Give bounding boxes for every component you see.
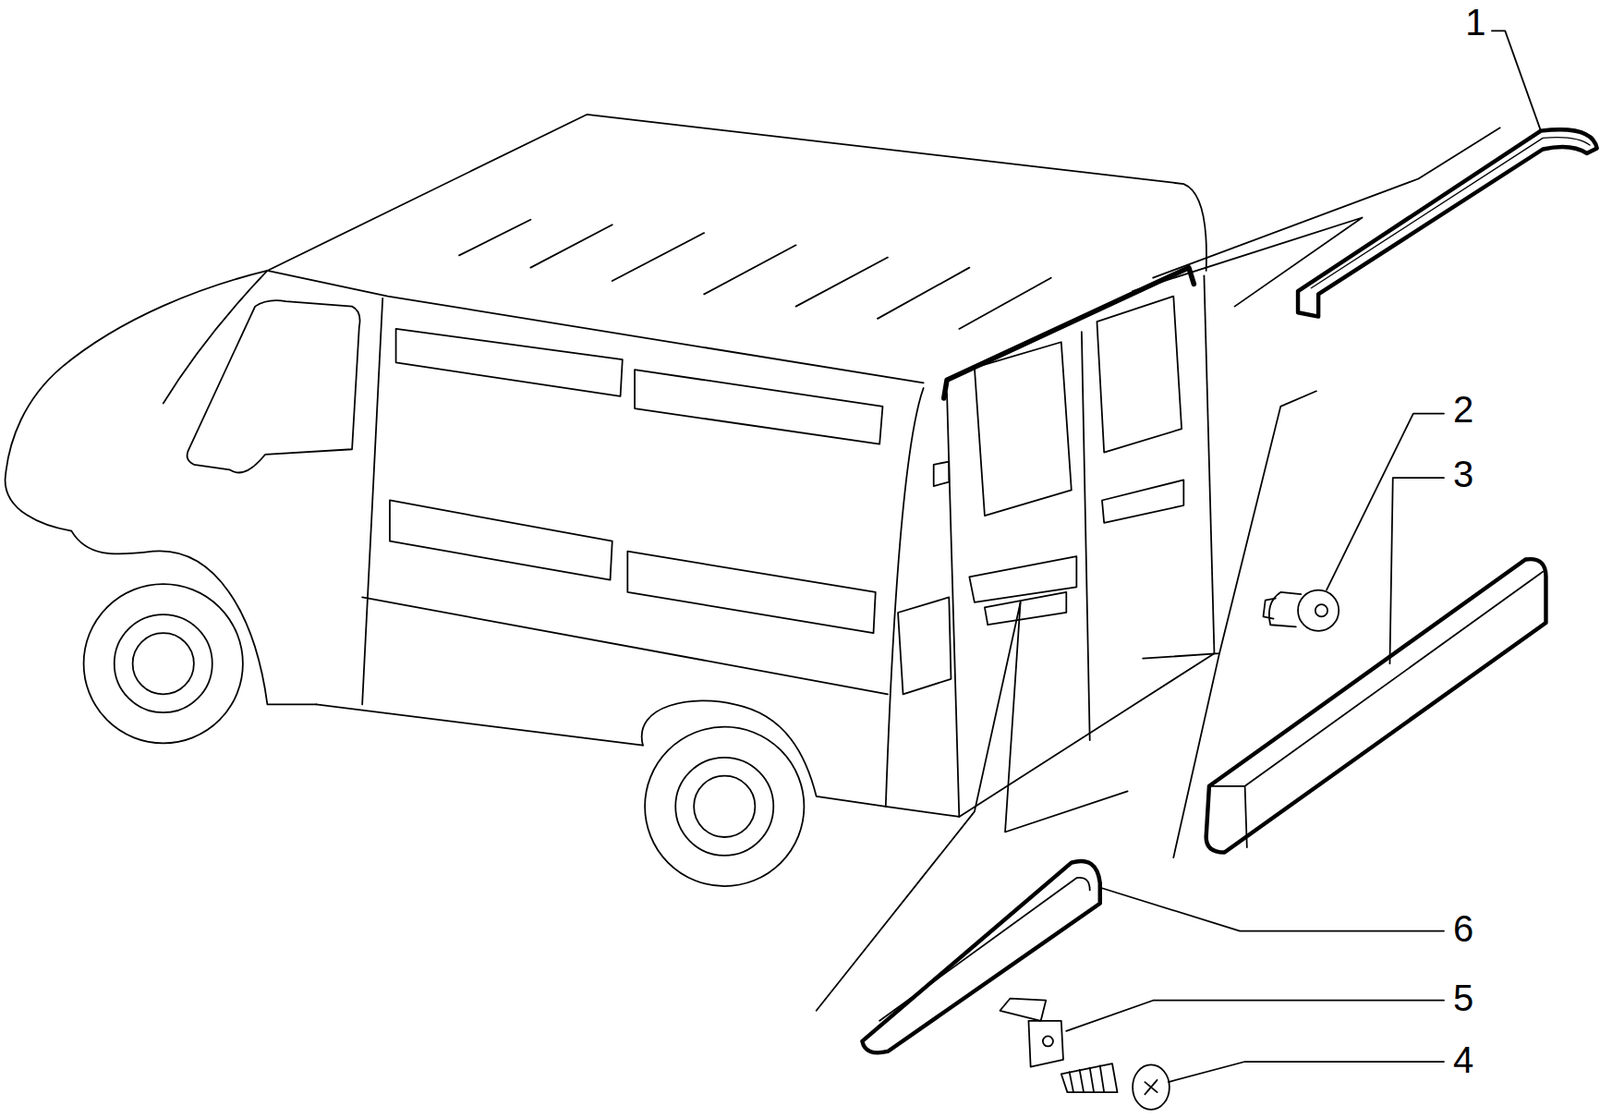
callout-number: 1 (1465, 3, 1486, 41)
callout-number: 3 (1453, 455, 1474, 493)
callout-number: 5 (1453, 979, 1474, 1017)
callout-number: 6 (1453, 909, 1474, 947)
callout-number: 2 (1453, 390, 1474, 428)
callout-number: 4 (1453, 1041, 1474, 1079)
